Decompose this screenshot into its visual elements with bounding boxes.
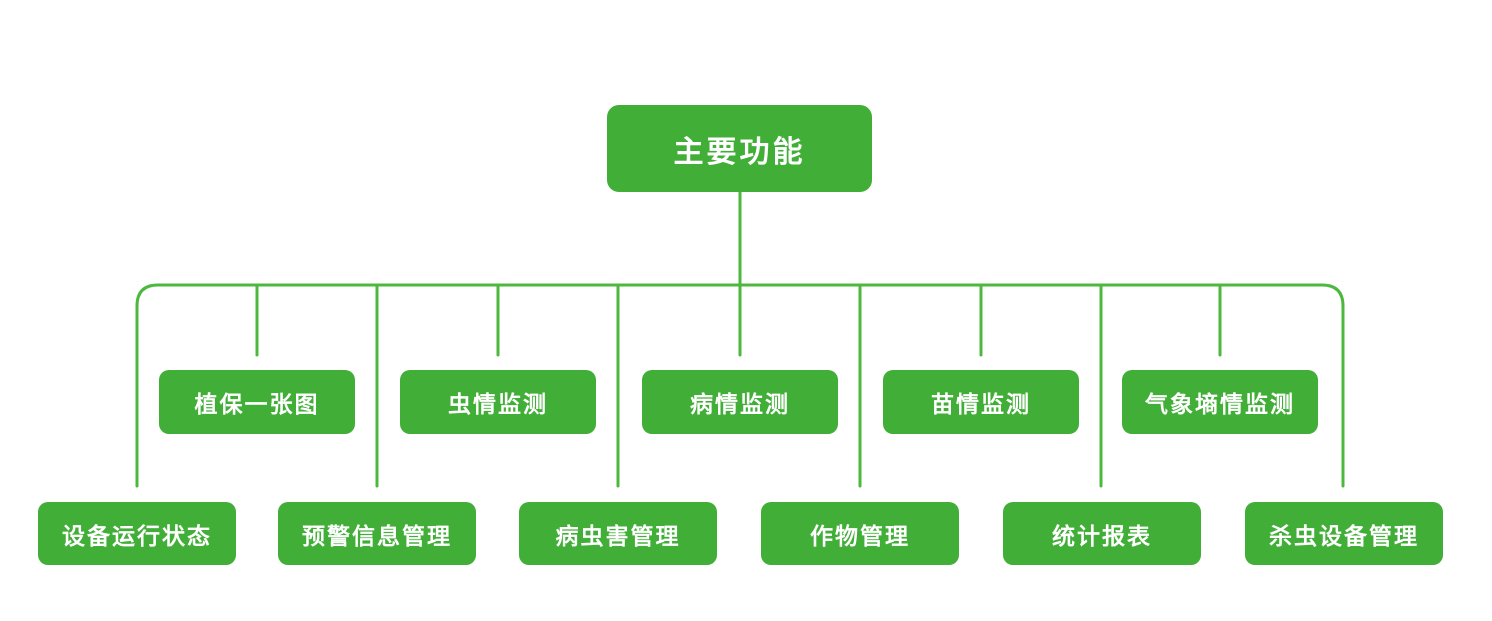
node-weather-soil-moisture-monitoring: 气象墒情监测 [1122,370,1318,434]
node-crop-management: 作物管理 [761,502,959,565]
node-device-running-status: 设备运行状态 [38,502,236,565]
node-warning-info-management: 预警信息管理 [278,502,476,565]
node-disease-monitoring: 病情监测 [642,370,838,434]
node-pest-disease-management: 病虫害管理 [519,502,717,565]
node-insecticidal-device-management: 杀虫设备管理 [1245,502,1443,565]
node-insect-monitoring: 虫情监测 [400,370,596,434]
node-seedling-monitoring: 苗情监测 [883,370,1079,434]
node-plant-protection-map: 植保一张图 [159,370,355,434]
node-statistics-report: 统计报表 [1003,502,1201,565]
node-root-main-functions: 主要功能 [607,105,872,192]
